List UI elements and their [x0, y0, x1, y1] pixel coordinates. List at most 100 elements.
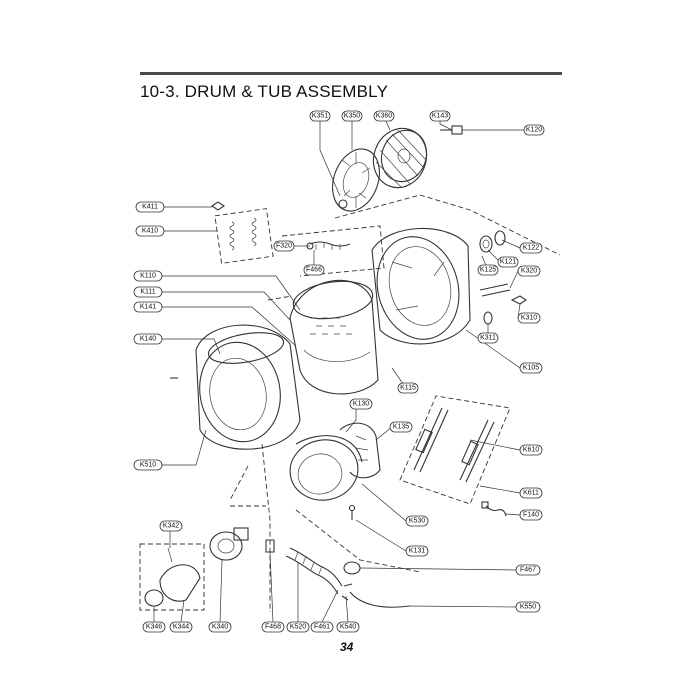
- svg-text:K310: K310: [521, 315, 537, 322]
- part-label-k510: K510: [133, 459, 163, 471]
- damper-part: [413, 407, 495, 483]
- svg-text:K410: K410: [142, 228, 158, 235]
- hose-clamp-part: [343, 561, 361, 575]
- part-label-k550: K550: [515, 601, 541, 613]
- clamp-bolt-part: [348, 504, 356, 520]
- sensor-part: [510, 295, 527, 305]
- svg-text:K540: K540: [340, 624, 356, 631]
- svg-text:K360: K360: [376, 113, 392, 120]
- rotor-pulley-part: [372, 127, 428, 189]
- part-label-k344: K344: [169, 621, 193, 633]
- svg-text:K346: K346: [146, 624, 162, 631]
- part-label-k346: K346: [142, 621, 166, 633]
- part-label-k115: K115: [397, 382, 419, 394]
- wire-harness-part: [341, 583, 411, 608]
- page-title: 10-3. DRUM & TUB ASSEMBLY: [140, 82, 389, 101]
- part-label-k410: K410: [135, 225, 165, 237]
- part-label-k121: K121: [497, 256, 519, 268]
- part-label-k125: K125: [477, 264, 499, 276]
- part-label-k340: K340: [208, 621, 232, 633]
- wire-connector-part: [481, 501, 507, 517]
- part-label-f140: F140: [519, 509, 543, 521]
- svg-text:K125: K125: [480, 267, 496, 274]
- part-label-k140: K140: [133, 333, 163, 345]
- svg-text:K344: K344: [173, 624, 189, 631]
- svg-text:K140: K140: [140, 336, 156, 343]
- svg-text:K120: K120: [526, 127, 542, 134]
- small-nut-part: [338, 199, 348, 209]
- part-label-k360: K360: [373, 110, 395, 122]
- drain-pump-part: [209, 527, 249, 561]
- svg-text:K130: K130: [353, 401, 369, 408]
- svg-text:K320: K320: [521, 268, 537, 275]
- part-label-k111: K111: [133, 286, 163, 298]
- part-label-k540: K540: [336, 621, 360, 633]
- pump-filter-part: [144, 547, 201, 607]
- part-label-k320: K320: [517, 265, 541, 277]
- pump-outline: [139, 543, 205, 611]
- seal-part: [483, 311, 493, 325]
- part-label-k141: K141: [133, 301, 163, 313]
- assembly-path: [334, 194, 561, 256]
- svg-text:K351: K351: [312, 113, 328, 120]
- part-label-k520: K520: [286, 621, 310, 633]
- part-label-k105: K105: [519, 362, 543, 374]
- part-label-k122: K122: [519, 242, 543, 254]
- svg-text:K520: K520: [290, 624, 306, 631]
- page-number: 34: [340, 640, 354, 654]
- part-label-f468: F468: [261, 621, 285, 633]
- part-label-k311: K311: [477, 332, 499, 344]
- drum-lead: [267, 295, 293, 301]
- svg-text:K342: K342: [163, 523, 179, 530]
- svg-text:K610: K610: [523, 447, 539, 454]
- shaft-rod-part: [479, 283, 511, 297]
- svg-text:K121: K121: [500, 259, 516, 266]
- part-label-k530: K530: [405, 515, 429, 527]
- svg-text:K510: K510: [140, 462, 156, 469]
- svg-text:K350: K350: [344, 113, 360, 120]
- hose-lead: [295, 509, 421, 573]
- door-gasket-part: [289, 435, 363, 501]
- part-label-k131: K131: [405, 545, 429, 557]
- svg-text:K340: K340: [212, 624, 228, 631]
- suspension-spring-part: [214, 208, 274, 264]
- svg-text:K131: K131: [409, 548, 425, 555]
- svg-text:K550: K550: [520, 604, 536, 611]
- leader-lines: [153, 116, 524, 623]
- gasket-clamp-part: [339, 422, 381, 479]
- part-label-k120: K120: [523, 124, 545, 136]
- svg-text:F468: F468: [265, 624, 281, 631]
- part-label-f467: F467: [515, 564, 541, 576]
- part-label-k310: K310: [517, 312, 541, 324]
- svg-text:K311: K311: [480, 335, 496, 342]
- part-label-k110: K110: [133, 270, 163, 282]
- svg-text:K105: K105: [523, 365, 539, 372]
- heater-hose-part: [306, 241, 351, 250]
- svg-text:K411: K411: [142, 204, 158, 211]
- part-label-k610: K610: [519, 444, 543, 456]
- part-label-k611: K611: [519, 487, 543, 499]
- svg-text:K135: K135: [393, 424, 409, 431]
- part-label-k342: K342: [159, 520, 183, 532]
- drain-hose-part: [285, 547, 343, 595]
- bearing-part: [479, 230, 506, 253]
- tub-front-part: [195, 324, 301, 450]
- drum-spider-part: [332, 148, 380, 212]
- svg-text:F466: F466: [306, 267, 322, 274]
- svg-text:K143: K143: [432, 113, 448, 120]
- part-label-k411: K411: [135, 201, 165, 213]
- svg-text:F320: F320: [276, 243, 292, 250]
- drum-part: [289, 279, 379, 395]
- part-label-k350: K350: [341, 110, 363, 122]
- part-label-k143: K143: [429, 110, 451, 122]
- svg-text:K115: K115: [400, 385, 416, 392]
- svg-text:K110: K110: [140, 273, 156, 280]
- svg-text:F461: F461: [314, 624, 330, 631]
- svg-text:K111: K111: [140, 289, 155, 296]
- part-label-k135: K135: [389, 421, 413, 433]
- svg-text:F140: F140: [523, 512, 539, 519]
- svg-text:K530: K530: [409, 518, 425, 525]
- svg-text:F467: F467: [520, 567, 536, 574]
- hose-bracket-outline: [281, 225, 385, 277]
